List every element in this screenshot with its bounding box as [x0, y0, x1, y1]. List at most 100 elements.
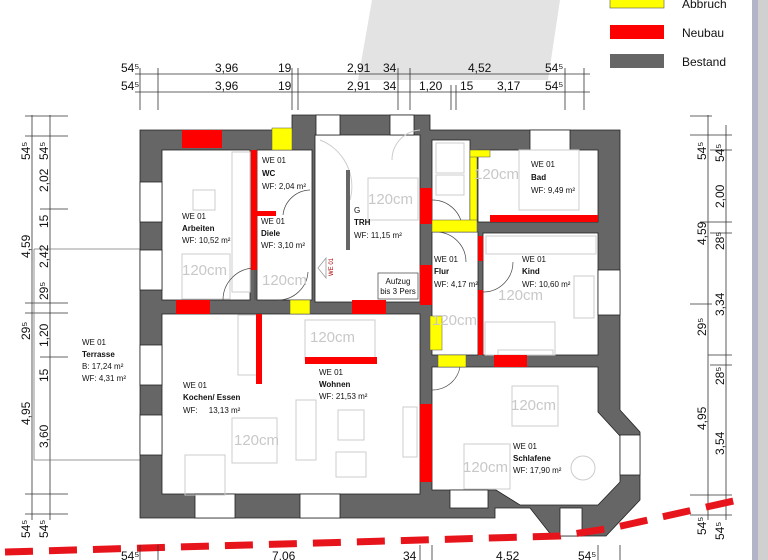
dim-label: 54⁵ — [545, 61, 563, 75]
dim-label: 4,52 — [496, 549, 520, 560]
dim-label: 2,91 — [347, 79, 371, 93]
dim-label: 3,54 — [713, 431, 727, 455]
dim-label: 54⁵ — [713, 144, 727, 162]
svg-text:WE 01: WE 01 — [82, 338, 107, 347]
svg-text:WF: 10,60 m²: WF: 10,60 m² — [522, 280, 571, 289]
svg-text:WE 01: WE 01 — [182, 212, 207, 221]
room-label-kochen-essen: WE 01 Kochen/ Essen WF: 13,13 m² — [183, 381, 241, 415]
dimension-left: 54⁵ 4,59 29⁵ 4,95 54⁵ 54⁵ 2,02 15 2,42 2… — [19, 115, 140, 538]
dim-label: 34 — [403, 549, 417, 560]
dim-label: 54⁵ — [37, 520, 51, 538]
svg-text:120cm: 120cm — [234, 432, 279, 449]
dim-label: 15 — [37, 214, 51, 228]
svg-text:WF: 17,90 m²: WF: 17,90 m² — [513, 466, 562, 475]
page-edge-shade — [758, 0, 768, 560]
svg-text:120cm: 120cm — [463, 459, 508, 476]
svg-text:120cm: 120cm — [474, 166, 519, 183]
room-wc-diele — [256, 149, 313, 301]
room-label-trh: G TRH WF: 11,15 m² — [354, 206, 402, 240]
dim-label: 2,42 — [37, 244, 51, 268]
room-label-bad: WE 01 Bad WF: 9,49 m² — [531, 160, 575, 195]
room-label-schlafene: WE 01 Schlafene WF: 17,90 m² — [513, 442, 562, 475]
svg-text:120cm: 120cm — [498, 287, 543, 304]
svg-text:WE 01: WE 01 — [183, 381, 208, 390]
svg-text:Flur: Flur — [434, 267, 449, 276]
stair-rail — [346, 170, 350, 250]
dim-label: 54⁵ — [37, 142, 51, 160]
dimension-top: 54⁵ 3,96 19 2,91 34 4,52 54⁵ 54⁵ 3,96 19… — [121, 61, 590, 110]
svg-text:120cm: 120cm — [368, 191, 413, 208]
svg-text:Aufzug: Aufzug — [386, 277, 411, 286]
dim-label: 54⁵ — [121, 79, 139, 93]
dim-label: 1,20 — [419, 79, 443, 93]
svg-text:WF: 13,13 m²: WF: 13,13 m² — [183, 406, 241, 415]
svg-text:Bad: Bad — [531, 173, 546, 182]
svg-text:WE 01: WE 01 — [261, 217, 286, 226]
legend: Abbruch Neubau Bestand — [609, 0, 727, 69]
stair-direction-marker: WE 01 — [317, 256, 335, 280]
dim-label: 29⁵ — [695, 318, 709, 336]
svg-text:WE 01: WE 01 — [262, 156, 287, 165]
dim-label: 3,60 — [37, 424, 51, 448]
svg-text:WE 01: WE 01 — [513, 442, 538, 451]
dim-label: 28⁵ — [713, 232, 727, 250]
legend-swatch-neubau — [610, 25, 664, 39]
dim-label: 2,00 — [713, 184, 727, 208]
svg-text:Kind: Kind — [522, 267, 540, 276]
dimension-right: 54⁵ 4,59 29⁵ 4,95 54⁵ 54⁵ 2,00 28⁵ 3,34 … — [690, 115, 732, 540]
legend-label-bestand: Bestand — [682, 55, 726, 69]
svg-text:WE 01: WE 01 — [522, 255, 547, 264]
dim-label: 54⁵ — [578, 549, 596, 560]
dim-label: 4,95 — [695, 406, 709, 430]
demolition — [271, 127, 491, 368]
svg-text:bis 3 Pers: bis 3 Pers — [380, 287, 416, 296]
legend-swatch-abbruch — [609, 0, 665, 9]
room-schlafene — [431, 366, 621, 506]
dim-label: 3,34 — [713, 292, 727, 316]
dim-label: 54⁵ — [19, 142, 33, 160]
dim-label: 15 — [37, 368, 51, 382]
dim-label: 29⁵ — [19, 322, 33, 340]
svg-text:WF: 11,15 m²: WF: 11,15 m² — [354, 231, 402, 240]
svg-text:B: 17,24 m²: B: 17,24 m² — [82, 362, 124, 371]
dim-label: 34 — [383, 79, 397, 93]
room-kochen-wohnen — [161, 313, 421, 495]
room-label-arbeiten: WE 01 Arbeiten WF: 10,52 m² — [182, 212, 231, 245]
svg-text:120cm: 120cm — [432, 312, 477, 329]
dim-label: 54⁵ — [695, 517, 709, 535]
svg-text:WF: 3,10 m²: WF: 3,10 m² — [261, 241, 305, 250]
dim-label: 54⁵ — [121, 61, 139, 75]
room-label-diele: WE 01 Diele WF: 3,10 m² — [261, 217, 305, 250]
new-construction — [176, 130, 598, 482]
svg-text:WF: 21,53 m²: WF: 21,53 m² — [319, 392, 368, 401]
dimension-bottom: 54⁵ 7,06 34 4,52 54⁵ — [121, 545, 621, 560]
rooms — [161, 134, 621, 506]
dim-label: 34 — [383, 61, 397, 75]
dim-label: 19 — [278, 61, 292, 75]
svg-text:Terrasse: Terrasse — [82, 350, 115, 359]
svg-text:WE 01: WE 01 — [319, 368, 344, 377]
page-edge — [752, 0, 758, 560]
dim-label: 28⁵ — [713, 367, 727, 385]
svg-text:Wohnen: Wohnen — [319, 380, 351, 389]
svg-text:G: G — [354, 206, 360, 215]
clearance-labels: 120cm 120cm 120cm 120cm 120cm 120cm 120c… — [182, 166, 556, 476]
svg-text:WF: 4,17 m²: WF: 4,17 m² — [434, 280, 478, 289]
svg-text:WF: 2,04 m²: WF: 2,04 m² — [262, 182, 306, 191]
dim-label: 2,91 — [347, 61, 371, 75]
svg-text:WF: 10,52 m²: WF: 10,52 m² — [182, 236, 231, 245]
svg-text:Arbeiten: Arbeiten — [182, 224, 215, 233]
dim-label: 7,06 — [272, 549, 296, 560]
background-shape — [358, 0, 560, 80]
svg-text:Kochen/ Essen: Kochen/ Essen — [183, 393, 240, 402]
room-label-terrasse: WE 01 Terrasse B: 17,24 m² WF: 4,31 m² — [82, 338, 126, 383]
property-boundary-line — [4, 496, 739, 556]
svg-text:WE 01: WE 01 — [531, 160, 556, 169]
dim-label: 19 — [278, 79, 292, 93]
svg-text:120cm: 120cm — [262, 272, 307, 289]
svg-text:Schlafene: Schlafene — [513, 454, 551, 463]
dim-label: 54⁵ — [545, 79, 563, 93]
legend-label-neubau: Neubau — [682, 26, 724, 40]
dim-label: 3,96 — [215, 79, 239, 93]
